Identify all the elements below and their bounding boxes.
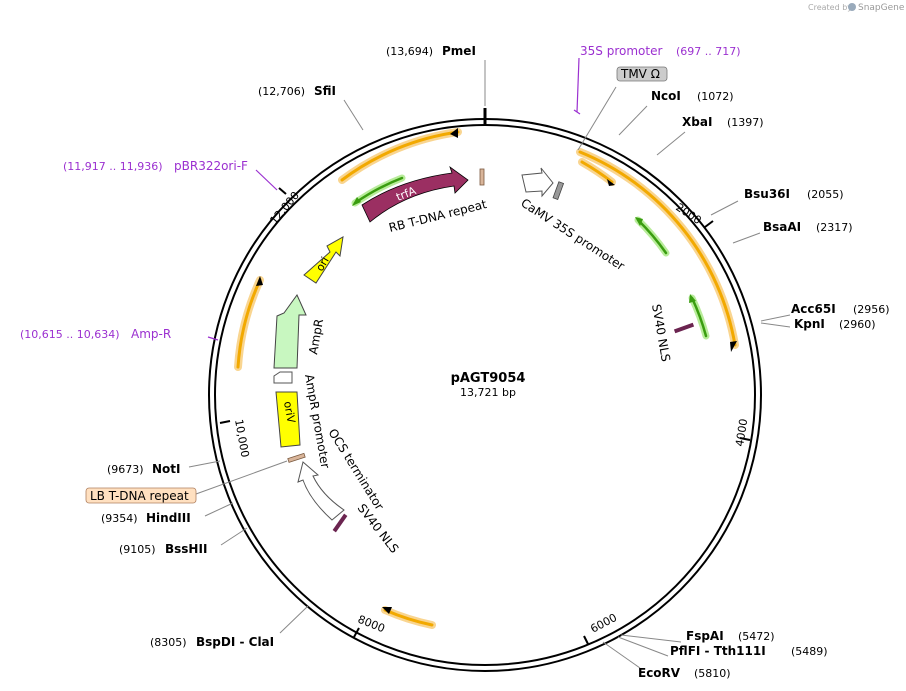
tick-label-4000: 4000 [733,418,750,448]
enzyme-xbaI-name: XbaI [682,115,712,129]
enzyme-ecoRV-pos: (5810) [694,667,731,680]
tick-12000 [278,187,287,195]
ampR-promoter-label: AmpR promoter [302,373,332,469]
backbone-inner [214,124,756,666]
tmv-omega-box [552,181,565,200]
enzyme-sfiI-name: SfiI [314,84,336,98]
primer-ampR-range: (10,615 .. 10,634) [20,328,120,341]
rb-tdna-label: RB T-DNA repeat [387,197,488,235]
enzyme-bsaAI-name: BsaAI [763,220,801,234]
primer-ampR-name: Amp-R [131,327,171,341]
enzyme-bssHII-name: BssHII [165,542,207,556]
green-arrowheads [352,197,696,303]
ocs-terminator-label: OCS terminator [325,426,386,512]
enzyme-pmeI-name: PmeI [442,44,476,58]
enzyme-leader-lines [188,60,791,669]
enzyme-ncoI-pos: (1072) [697,90,734,103]
enzyme-bssHII-pos: (9105) [119,543,156,556]
enzyme-kpnI-name: KpnI [794,317,825,331]
sv40-nls-right-box [673,322,695,334]
tick-label-12000: 12,000 [267,189,302,227]
bottom-promoter-arrow [297,461,345,521]
sv40-nls-right-label: SV40 NLS [649,303,673,363]
rb-tdna-box [479,168,485,186]
enzyme-hindIII-pos: (9354) [101,512,138,525]
trfA-arrow [361,165,469,223]
primer-markers [207,57,581,341]
enzyme-ecoRV-name: EcoRV [638,666,681,680]
tmv-omega-label-box [616,66,668,82]
enzyme-hindIII-name: HindIII [146,511,191,525]
primer-35s-range: (697 .. 717) [676,45,741,58]
plasmid-name: pAGT9054 [451,371,526,386]
enzyme-sfiI-pos: (12,706) [258,85,305,98]
primer-pbr322-name: pBR322ori-F [174,159,248,173]
lb-tdna-label-box [85,487,197,504]
sv40-nls-bottom-box [332,513,348,533]
ocs-terminator-box [287,452,306,463]
enzyme-notI-name: NotI [152,462,181,476]
tick-label-8000: 8000 [356,613,387,636]
enzyme-bsaAI-pos: (2317) [816,221,853,234]
enzyme-pflFI-pos: (5489) [791,645,828,658]
orf-arrowheads [256,128,737,614]
enzyme-bsu36I-name: Bsu36I [744,187,790,201]
tick-10000 [219,420,231,424]
enzyme-bspDI-name: BspDI - ClaI [196,635,274,649]
enzyme-xbaI-pos: (1397) [727,116,764,129]
tick-2000 [704,220,714,228]
oriV-label: oriV [281,400,298,424]
enzyme-pflFI-name: PflFI - Tth111I [670,644,766,658]
ampR-promoter-arrow [273,371,293,384]
enzyme-acc65I-pos: (2956) [853,303,890,316]
enzyme-bspDI-pos: (8305) [150,636,187,649]
ori-arrow [303,236,344,284]
primer-pbr322-range: (11,917 .. 11,936) [63,160,163,173]
tick-6000 [583,635,589,645]
enzyme-pmeI-pos: (13,694) [386,45,433,58]
camv-35s-label: CaMV 35S promoter [518,196,627,273]
tick-8000 [353,627,360,638]
ori-label: ori [313,255,331,274]
plasmid-length: 13,721 bp [460,386,516,399]
snapgene-logo-text: SnapGene [858,3,905,13]
enzyme-kpnI-pos: (2960) [839,318,876,331]
enzyme-fspAI-name: FspAI [686,629,724,643]
snapgene-logo-icon [848,3,856,11]
ampR-arrow [273,294,307,369]
oriV-arrow [275,391,301,448]
lb-tdna-label: LB T-DNA repeat [90,489,189,503]
enzyme-notI-pos: (9673) [107,463,144,476]
enzyme-bsu36I-pos: (2055) [807,188,844,201]
tmv-omega-label: TMV Ω [620,67,660,81]
created-by-text: Created by [808,3,852,12]
ampR-label: AmpR [306,318,326,356]
tick-label-10000: 10,000 [232,418,251,458]
primer-35s-name: 35S promoter [580,44,662,58]
camv-35s-promoter-arrow [521,167,554,198]
tick-4000 [739,437,751,441]
enzyme-acc65I-name: Acc65I [791,302,836,316]
enzyme-fspAI-pos: (5472) [738,630,775,643]
enzyme-ncoI-name: NcoI [651,89,681,103]
orf-arcs [234,128,739,629]
tick-marks [219,187,751,645]
